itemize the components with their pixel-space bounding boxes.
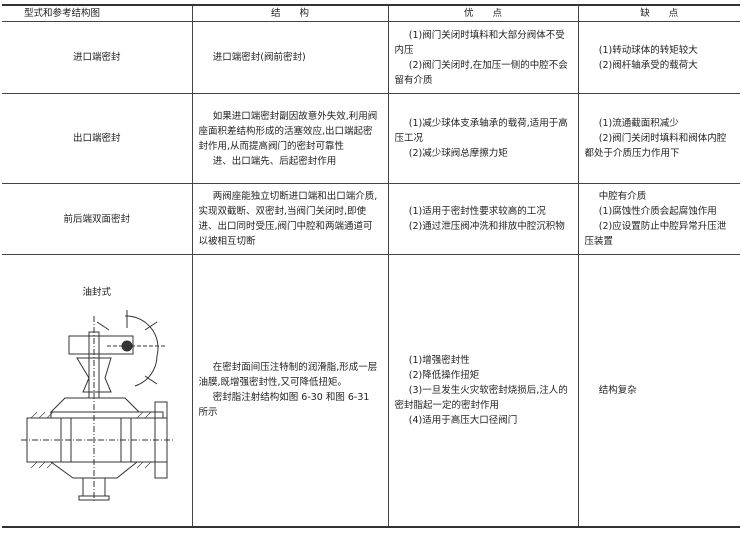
- text-line: (3)一旦发生火灾软密封烧损后,注人的密封脂起一定的密封作用: [394, 384, 568, 411]
- pros-cell: (1)适用于密封性要求较高的工况 (2)通过泄压阀冲洗和排放中腔沉积物: [387, 183, 579, 255]
- text-line: (2)阀门关闭时,在加压一侧的中腔不会留有介质: [394, 59, 568, 86]
- text-line: (2)通过泄压阀冲洗和排放中腔沉积物: [408, 221, 565, 232]
- text-line: 进、出口端先、后起密封作用: [212, 155, 337, 167]
- cons-cell: 中腔有介质 (1)腐蚀性介质会起腐蚀作用 (2)应设置防止中腔异常升压泄压装置: [577, 183, 740, 255]
- text-line: (2)减少球阀总摩擦力矩: [408, 148, 508, 159]
- cons-cell: 结构复杂: [577, 254, 740, 527]
- text-line: 密封脂注射结构如图 6-30 和图 6-31 所示: [198, 392, 370, 419]
- text-line: 中腔有介质: [598, 191, 647, 202]
- text-line: 在密封面间压注特制的润滑脂,形成一层油膜,既增强密封性,又可降低扭矩。: [198, 362, 378, 389]
- oil-seal-ball-valve-drawing: [20, 310, 173, 502]
- table-row: 油封式: [2, 254, 740, 527]
- header-structure: 结 构: [191, 4, 389, 22]
- text-line: (1)腐蚀性介质会起腐蚀作用: [598, 206, 717, 217]
- text-line: (2)阀杆轴承受的载荷大: [598, 59, 698, 71]
- text-line: 两阀座能独立切断进口端和出口端介质,实现双截断、双密封,当阀门关闭时,即使进、出…: [198, 191, 378, 247]
- text-line: 如果进口端密封副因故意外失效,利用阀座面积差结构形成的活塞效应,出口端起密封作用…: [198, 110, 378, 152]
- text-line: (4)适用于高压大口径阀门: [408, 414, 518, 426]
- structure-cell: 进口端密封(阀前密封): [191, 21, 389, 94]
- text-line: 进口端密封(阀前密封): [212, 52, 306, 63]
- table-row: 进口端密封 进口端密封(阀前密封) (1)阀门关闭时填料和大部分阀体不受内压 (2…: [2, 21, 740, 94]
- text-line: (1)增强密封性: [408, 354, 470, 366]
- cons-cell: (1)转动球体的转矩较大 (2)阀杆轴承受的载荷大: [577, 21, 740, 94]
- table-row: 前后端双面密封 两阀座能独立切断进口端和出口端介质,实现双截断、双密封,当阀门关…: [2, 183, 740, 255]
- type-cell: 油封式: [2, 254, 193, 527]
- table-row: 出口端密封 如果进口端密封副因故意外失效,利用阀座面积差结构形成的活塞效应,出口…: [2, 93, 740, 184]
- header-type: 型式和参考结构图: [2, 4, 193, 22]
- text-line: (2)应设置防止中腔异常升压泄压装置: [584, 221, 727, 247]
- ball-valve-seal-table: 型式和参考结构图 结 构 优 点 缺 点 进口端密封 进口端密封(阀前密封) (…: [2, 4, 740, 528]
- structure-cell: 两阀座能独立切断进口端和出口端介质,实现双截断、双密封,当阀门关闭时,即使进、出…: [191, 183, 389, 255]
- structure-cell: 在密封面间压注特制的润滑脂,形成一层油膜,既增强密封性,又可降低扭矩。密封脂注射…: [191, 254, 389, 527]
- text-line: (1)转动球体的转矩较大: [598, 44, 698, 56]
- type-cell: 进口端密封: [2, 21, 193, 94]
- pros-cell: (1)减少球体支承轴承的载荷,适用于高压工况 (2)减少球阀总摩擦力矩: [387, 93, 579, 184]
- text-line: (1)适用于密封性要求较高的工况: [408, 206, 546, 217]
- text-line: 结构复杂: [598, 384, 637, 396]
- text-line: (2)降低操作扭矩: [408, 369, 480, 381]
- type-cell: 前后端双面密封: [2, 183, 193, 255]
- text-line: (2)阀门关闭时填料和阀体内腔都处于介质压力作用下: [584, 133, 727, 159]
- pros-cell: (1)增强密封性 (2)降低操作扭矩 (3)一旦发生火灾软密封烧损后,注人的密封脂起…: [387, 254, 579, 527]
- type-cell: 出口端密封: [2, 93, 193, 184]
- header-cons: 缺 点: [577, 4, 740, 22]
- cons-cell: (1)流通截面积减少 (2)阀门关闭时填料和阀体内腔都处于介质压力作用下: [577, 93, 740, 184]
- pros-cell: (1)阀门关闭时填料和大部分阀体不受内压 (2)阀门关闭时,在加压一侧的中腔不会留…: [387, 21, 579, 94]
- header-pros: 优 点: [387, 4, 579, 22]
- text-line: (1)阀门关闭时填料和大部分阀体不受内压: [394, 29, 565, 56]
- header-row: 型式和参考结构图 结 构 优 点 缺 点: [2, 4, 740, 22]
- structure-cell: 如果进口端密封副因故意外失效,利用阀座面积差结构形成的活塞效应,出口端起密封作用…: [191, 93, 389, 184]
- text-line: (1)减少球体支承轴承的载荷,适用于高压工况: [394, 118, 568, 144]
- text-line: (1)流通截面积减少: [598, 118, 679, 129]
- type-label: 油封式: [82, 287, 111, 298]
